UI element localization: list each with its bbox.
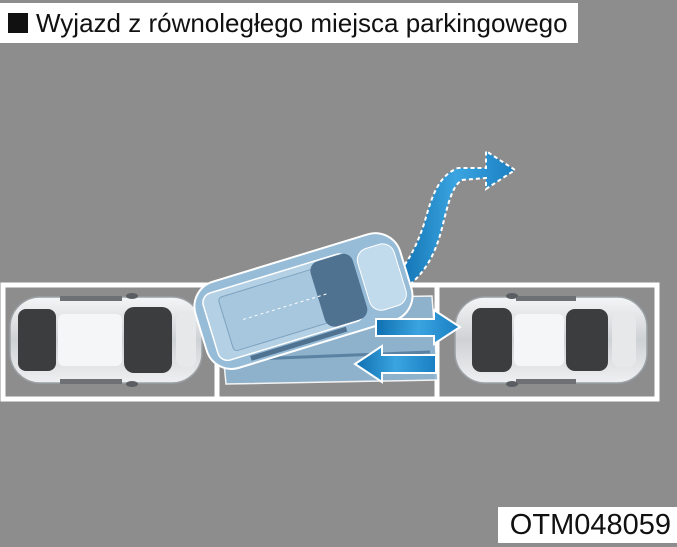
parked-car-right [454, 293, 648, 387]
title-text: Wyjazd z równoległego miejsca parkingowe… [36, 7, 568, 38]
black-square-icon [8, 13, 28, 33]
moving-car [193, 232, 414, 370]
parked-car-left [9, 293, 203, 387]
figure-code-text: OTM048059 [509, 508, 671, 541]
left-arrow-icon [353, 344, 437, 384]
curved-exit-arrow-icon [394, 149, 517, 288]
right-arrow-icon [375, 308, 462, 346]
diagram-title: Wyjazd z równoległego miejsca parkingowe… [0, 3, 578, 43]
figure-code: OTM048059 [497, 507, 677, 543]
